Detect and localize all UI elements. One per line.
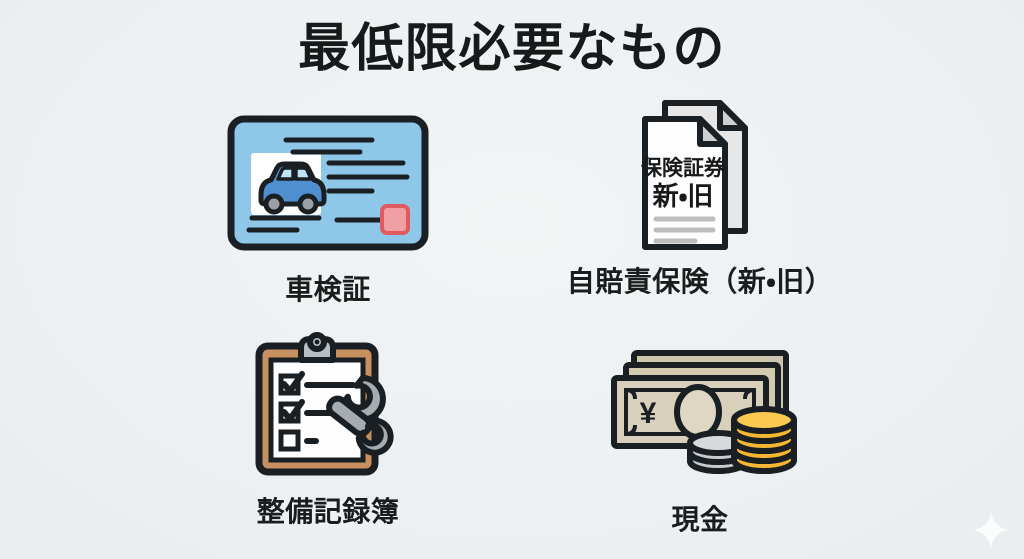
documents-icon: 保険証券 新・旧 <box>500 100 900 250</box>
page-title: 最低限必要なもの <box>297 20 726 78</box>
clipboard-wrench-icon <box>128 330 528 480</box>
item-vehicle-inspection-certificate: 車検証 <box>128 108 528 308</box>
item-compulsory-insurance: 保険証券 新・旧 自賠責保険（新・旧） <box>500 100 900 300</box>
item-label-cash: 現金 <box>671 504 729 535</box>
item-cash: ¥ <box>500 338 900 538</box>
cash-coins-icon: ¥ <box>500 338 900 488</box>
item-label-compulsory-insurance: 自賠責保険（新・旧） <box>566 266 834 297</box>
sparkle-icon <box>972 511 1010 549</box>
item-label-vehicle-inspection-certificate: 車検証 <box>285 274 371 305</box>
doc-text-line-2: 新・旧 <box>652 181 714 211</box>
id-card-icon <box>128 108 528 258</box>
item-label-maintenance-record-book: 整備記録簿 <box>256 496 400 527</box>
item-maintenance-record-book: 整備記録簿 <box>128 330 528 530</box>
yen-symbol: ¥ <box>640 397 657 430</box>
doc-text-line-1: 保険証券 <box>640 156 726 180</box>
